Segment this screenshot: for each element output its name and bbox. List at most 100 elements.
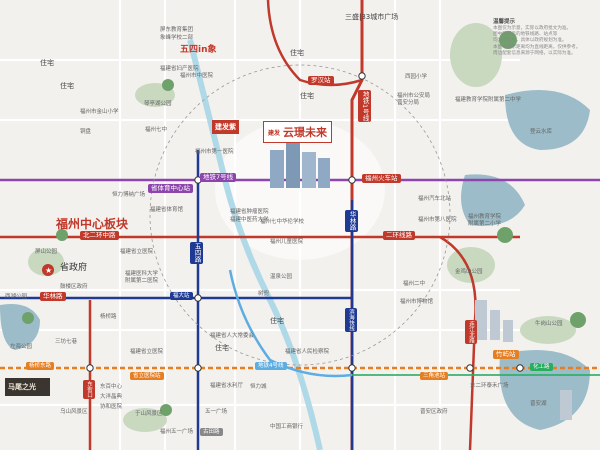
poi-gulouqu: 鼓楼区政府 xyxy=(60,284,88,290)
pingshan-park xyxy=(28,248,64,276)
river xyxy=(187,39,323,450)
dengyun-reservoir xyxy=(505,90,590,150)
poi-ertong: 福州儿童医院 xyxy=(270,239,304,245)
hualin-left-label: 华林路 xyxy=(40,292,66,302)
hualin-right-label: 华林路 xyxy=(345,210,359,232)
erhuan-east-label: 二环线路 xyxy=(383,231,415,241)
poi-diyi: 福州市第一医院 xyxy=(195,149,234,155)
project-name: 云璟未来 xyxy=(283,126,328,139)
poi-fuer: 附属第二小学 xyxy=(468,221,502,227)
gonglu-station-label[interactable]: 省立医院站 xyxy=(130,372,164,381)
line7-label: 地铁7号线 xyxy=(200,173,237,183)
poi-wuyiguangchang: 五一广场 xyxy=(205,409,228,415)
poi-yangqiaolu: 杨桥路 xyxy=(100,314,117,320)
gulou-label: 古田路 xyxy=(200,428,223,437)
project-buildings-icon xyxy=(270,142,330,188)
poi-dongbai: 东百中心 xyxy=(100,384,123,390)
yangqiao-label: 杨桥东路 xyxy=(26,362,55,371)
government-star-icon xyxy=(42,264,54,276)
poi-jinanhu: 晋安湖 xyxy=(530,401,547,407)
tree-icons xyxy=(22,31,586,416)
legend-line: 本图仅为示意，实际以政府批文为准。 xyxy=(493,26,572,31)
poi-hengli: 恒力博纳广场 xyxy=(112,192,146,198)
poi-jinshan: 福州市金山小学 xyxy=(80,109,119,115)
poi-xiangfeng: 象峰学校二部 xyxy=(160,35,194,41)
jinan-lake xyxy=(499,350,590,430)
signature-text: 马尾之光 xyxy=(8,383,36,391)
park-north xyxy=(450,23,502,87)
poi-hualun: 福州七中华伦学校 xyxy=(260,219,305,225)
poi-fuzhou2: 福州二中 xyxy=(403,281,426,287)
poi-gonganju: 福州市公安局 xyxy=(397,93,431,99)
poi-jianchayuan: 福建省人民检察院 xyxy=(285,349,330,355)
poi-jinan-fenju: 晋安分局 xyxy=(397,100,420,106)
residential-3: 住宅 xyxy=(270,317,284,325)
signature-box xyxy=(5,378,50,396)
residential-2: 住宅 xyxy=(300,92,314,100)
poi-qinting: 琴亭湖公园 xyxy=(144,101,172,107)
poi-xiyuan: 西园小学 xyxy=(405,74,428,80)
mall-label: 五四in象 xyxy=(180,45,217,55)
niugang-park xyxy=(520,316,576,344)
poi-xihu: 西湖公园 xyxy=(5,294,28,300)
sanzhao-label: 三盛|33城市广场 xyxy=(345,13,399,21)
residential-4: 住宅 xyxy=(290,49,304,57)
north-loop xyxy=(266,0,363,87)
central-plate-label: 福州中心板块 xyxy=(56,217,129,231)
skyline-icon xyxy=(475,300,572,420)
jinjishan-park xyxy=(447,247,495,283)
legend-line: 图中所标示的地铁线路、站点等 xyxy=(493,32,558,38)
poi-dengyun: 登云水库 xyxy=(530,129,553,135)
fuzhou-station-label[interactable]: 福州火车站 xyxy=(362,174,401,184)
lianjiang-label: 连江北路 xyxy=(465,320,478,344)
huadong-label: 化工路 xyxy=(530,363,553,372)
poi-wenquan: 温泉公园 xyxy=(270,274,293,280)
project-halo xyxy=(215,120,385,260)
legend-title: 温馨提示 xyxy=(493,19,516,25)
tiyu-station-label[interactable]: 省体育中心站 xyxy=(148,184,193,194)
poi-bowuguan: 福州市博物馆 xyxy=(400,299,434,305)
poi-wuyi: 福州五一广场 xyxy=(160,429,194,435)
poi-dayang: 大洋晶典 xyxy=(100,394,123,400)
residential-1: 住宅 xyxy=(60,82,74,90)
poi-jiaoyu2: 福建教育学院附属第二中学 xyxy=(455,97,522,103)
poi-qichebei: 福州汽车北站 xyxy=(418,196,452,202)
poi-slyy: 福建省立医院 xyxy=(120,249,154,255)
yushan-park xyxy=(123,408,167,432)
poi-henglicheng: 恒力城 xyxy=(250,384,267,390)
residential-5: 住宅 xyxy=(215,344,229,352)
brand-logo: 建发紫 xyxy=(212,120,239,134)
poi-gongshang: 中国工商银行 xyxy=(270,424,304,430)
gov-label: 省政府 xyxy=(60,263,88,273)
poi-fsey: 附属第二医院 xyxy=(125,278,159,284)
svg-text:★: ★ xyxy=(45,266,52,275)
line1-label: 地铁1号线 xyxy=(358,90,372,123)
luoyang-station-label[interactable]: 罗汉站 xyxy=(308,76,334,86)
erhuan-north-label: 北二环中路 xyxy=(80,231,119,241)
ganjiang-station-label[interactable]: 福大站 xyxy=(170,292,193,301)
poi-niugang: 牛岗山公园 xyxy=(535,321,563,327)
poi-renda: 福建省人大常委会 xyxy=(210,333,255,339)
poi-wushan: 乌山风景区 xyxy=(60,409,88,415)
poi-shudou: 树兜 xyxy=(258,291,270,297)
legend-body: 本图仅为示意，实际以政府批文为准。 图中所标示的地铁线路、站点等 均为规划中，具… xyxy=(493,26,589,57)
poi-fjyk: 福建医科大学 xyxy=(125,271,159,277)
radius-circle xyxy=(149,64,451,366)
poi-jiaoyuxy: 福州教育学院 xyxy=(468,214,502,220)
poi-zhongyi: 福州市中医院 xyxy=(180,73,214,79)
huanan-station-label[interactable]: 三角池站 xyxy=(420,372,449,381)
line4-label: 地铁4号线 xyxy=(255,362,287,371)
poi-diba: 福州市第八医院 xyxy=(418,217,457,223)
poi-tiyuguan: 福建省体育馆 xyxy=(150,207,184,213)
poi-xiehe: 协和医院 xyxy=(100,404,123,410)
poi-pingdong: 屏东教育集团 xyxy=(160,27,194,33)
project-card[interactable]: 建发 云璟未来 xyxy=(263,121,333,143)
project-prefix: 建发 xyxy=(268,129,281,137)
poi-zuohai: 左海公园 xyxy=(10,344,33,350)
zhuzhu-station-label[interactable]: 竹屿站 xyxy=(493,350,519,360)
poi-taihe: 东二环泰禾广场 xyxy=(470,383,509,389)
wusi-label: 五四路 xyxy=(190,242,204,264)
dongjie-label: 东街口 xyxy=(83,380,96,399)
legend-line: 本图中所示距离均为直线距离，仅供参考。 xyxy=(493,44,581,50)
